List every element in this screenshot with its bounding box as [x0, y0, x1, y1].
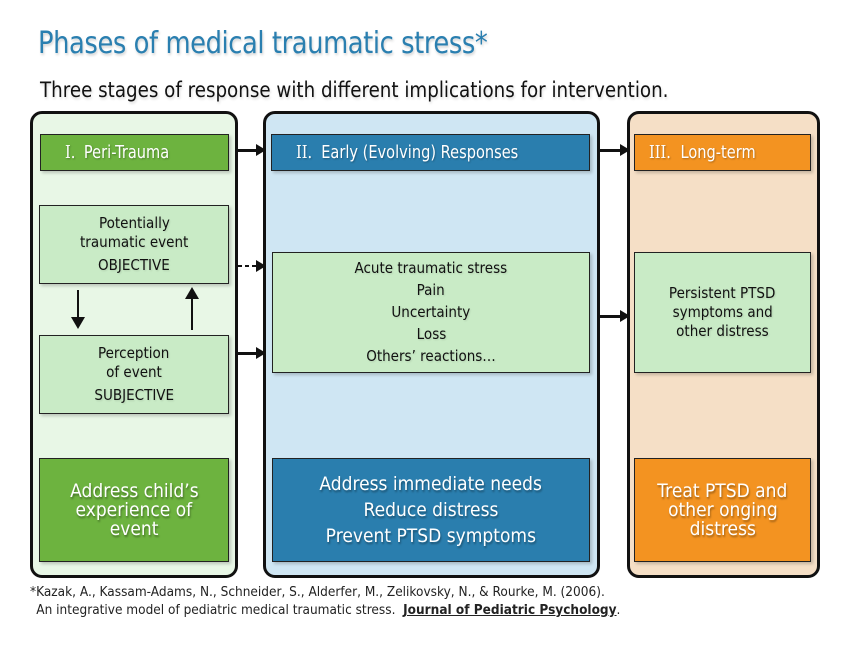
arrow-phase2-to-phase3-header	[600, 144, 630, 156]
persistent-distress-box: Persistent PTSD symptoms and other distr…	[634, 252, 811, 373]
up-arrow-icon	[185, 287, 199, 330]
phase-3-intervention: Treat PTSD and other onging distress	[634, 458, 811, 562]
phase-2-intervention-line-1: Address immediate needs	[319, 473, 543, 495]
phase-3-header: III. Long-term	[634, 134, 811, 171]
phase-2-name: Early (Evolving) Responses	[321, 142, 519, 163]
outcome-line-3: other distress	[676, 322, 769, 340]
objective-tag: OBJECTIVE	[98, 256, 170, 274]
response-item: Loss	[416, 325, 446, 343]
diagram-subtitle: Three stages of response with different …	[40, 78, 669, 102]
citation-period: .	[616, 602, 621, 618]
objective-event-box: Potentially traumatic event OBJECTIVE	[39, 205, 229, 284]
arrow-subjective-to-responses	[238, 347, 266, 359]
phase-3-intervention-line-3: distress	[689, 517, 756, 540]
phase-1-intervention-line-3: event	[109, 517, 159, 540]
down-arrow-icon	[71, 290, 85, 329]
early-responses-box: Acute traumatic stress Pain Uncertainty …	[272, 252, 590, 373]
subjective-perception-box: Perception of event SUBJECTIVE	[39, 335, 229, 414]
arrow-phase1-to-phase2-header	[238, 144, 266, 156]
citation-article-title: An integrative model of pediatric medica…	[36, 602, 396, 618]
outcome-line-2: symptoms and	[672, 303, 773, 321]
phase-3-name: Long-term	[680, 142, 756, 163]
phase-3-numeral: III.	[649, 142, 671, 163]
phase-2-intervention-line-3: Prevent PTSD symptoms	[325, 525, 537, 547]
phase-1-intervention: Address child’s experience of event	[39, 458, 229, 562]
phase-2-intervention: Address immediate needs Reduce distress …	[272, 458, 590, 562]
objective-line-1: Potentially	[98, 214, 170, 232]
phase-1-header: I. Peri-Trauma	[40, 134, 229, 171]
phase-2-intervention-line-2: Reduce distress	[363, 499, 499, 521]
phase-1-intervention-line-1: Address child’s	[69, 479, 199, 502]
phase-3-intervention-line-2: other onging	[667, 498, 778, 521]
response-item: Pain	[416, 281, 446, 299]
dashed-arrow-objective-to-responses	[238, 259, 266, 272]
arrow-responses-to-persistent	[600, 310, 630, 322]
phase-1-name: Peri-Trauma	[83, 142, 170, 163]
response-item: Acute traumatic stress	[354, 259, 508, 277]
response-item: Others’ reactions…	[366, 347, 496, 365]
outcome-line-1: Persistent PTSD	[669, 284, 776, 302]
subjective-line-1: Perception	[98, 344, 170, 362]
citation: *Kazak, A., Kassam-Adams, N., Schneider,…	[30, 583, 620, 619]
phase-2-header: II. Early (Evolving) Responses	[271, 134, 590, 171]
objective-line-2: traumatic event	[79, 233, 189, 251]
diagram-title: Phases of medical traumatic stress*	[38, 26, 488, 61]
response-item: Uncertainty	[391, 303, 471, 321]
phase-1-intervention-line-2: experience of	[75, 498, 193, 521]
phase-2-numeral: II.	[296, 142, 313, 163]
citation-journal-link[interactable]: Journal of Pediatric Psychology	[403, 602, 617, 618]
citation-authors: *Kazak, A., Kassam-Adams, N., Schneider,…	[30, 584, 605, 600]
phase-1-numeral: I.	[65, 142, 76, 163]
subjective-line-2: of event	[106, 363, 162, 381]
phase-3-intervention-line-1: Treat PTSD and	[657, 479, 788, 502]
subjective-tag: SUBJECTIVE	[94, 386, 174, 404]
